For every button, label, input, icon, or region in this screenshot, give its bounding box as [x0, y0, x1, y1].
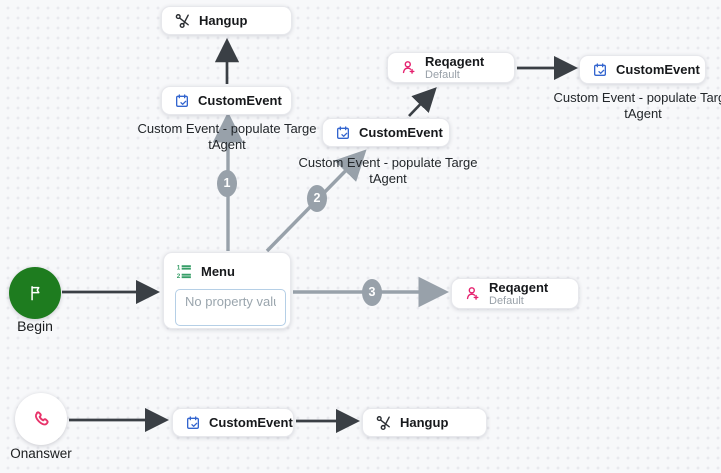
flag-icon: [25, 283, 45, 303]
node-onanswer[interactable]: [15, 393, 67, 445]
node-subtitle: Default: [489, 294, 524, 307]
node-label: Hangup: [199, 13, 248, 28]
branch-badge-1[interactable]: 1: [217, 170, 237, 197]
node-begin[interactable]: [9, 267, 61, 319]
node-customevent-topright[interactable]: CustomEvent: [579, 55, 706, 84]
person-plus-icon: [464, 285, 481, 302]
branch-badge-3[interactable]: 3: [362, 279, 382, 306]
node-reqagent-top[interactable]: Reqagent Default: [387, 52, 515, 83]
caption-line1: Custom Event - populate Targe: [298, 155, 478, 170]
svg-text:1: 1: [177, 264, 181, 271]
calendar-check-icon: [174, 93, 190, 109]
node-subtitle: Default: [425, 68, 460, 81]
calendar-check-icon: [592, 62, 608, 78]
hangup-icon: [174, 12, 191, 29]
begin-label: Begin: [17, 318, 53, 334]
node-hangup-top[interactable]: Hangup: [161, 6, 292, 35]
node-label: Hangup: [400, 415, 449, 430]
node-label: CustomEvent: [198, 93, 282, 108]
node-hangup-bottom[interactable]: Hangup: [362, 408, 487, 437]
calendar-check-icon: [185, 415, 201, 431]
node-label: CustomEvent: [359, 125, 443, 140]
onanswer-label: Onanswer: [10, 446, 72, 461]
branch-badge-2[interactable]: 2: [307, 185, 327, 212]
ordered-list-icon: 1 2: [176, 263, 193, 280]
menu-property-input[interactable]: [175, 289, 286, 326]
node-menu[interactable]: 1 2 Menu: [163, 252, 291, 329]
node-label: Reqagent: [489, 279, 549, 295]
node-label: CustomEvent: [209, 415, 293, 430]
caption-customevent-mid: Custom Event - populate Targe tAgent: [293, 155, 483, 188]
phone-icon: [30, 408, 52, 430]
node-customevent-bottom[interactable]: CustomEvent: [172, 408, 294, 437]
node-label: Menu: [201, 264, 235, 279]
node-customevent-mid[interactable]: CustomEvent: [322, 118, 450, 147]
caption-customevent-topright: Custom Event - populate Targe tAgent: [548, 90, 721, 123]
node-label: Reqagent: [425, 53, 485, 69]
caption-line2: tAgent: [208, 137, 246, 153]
caption-line2: tAgent: [369, 171, 407, 187]
svg-text:2: 2: [177, 273, 181, 280]
hangup-icon: [375, 414, 392, 431]
caption-line1: Custom Event - populate Targe: [137, 121, 317, 136]
caption-customevent-left: Custom Event - populate Targe tAgent: [132, 121, 322, 154]
caption-line1: Custom Event - populate Targe: [553, 90, 721, 105]
connector-customevent-mid-to-reqagent-top[interactable]: [408, 87, 437, 117]
node-reqagent-right[interactable]: Reqagent Default: [451, 278, 579, 309]
node-customevent-left[interactable]: CustomEvent: [161, 86, 292, 115]
calendar-check-icon: [335, 125, 351, 141]
node-label: CustomEvent: [616, 62, 700, 77]
person-plus-icon: [400, 59, 417, 76]
caption-line2: tAgent: [624, 106, 662, 122]
